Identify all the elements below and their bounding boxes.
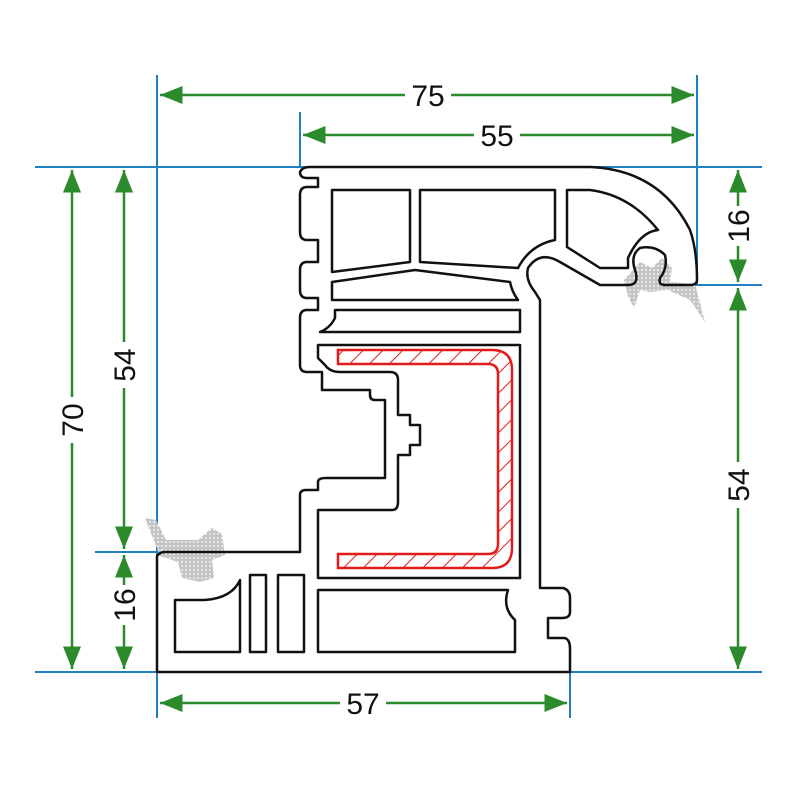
dim-label-left-bottom-height: 16 [109,588,142,621]
chamber [318,308,522,334]
chamber [330,188,412,274]
chamber [330,268,520,302]
dim-label-sash-width: 55 [480,120,513,153]
dim-label-left-height: 54 [109,348,142,381]
dim-label-right-top-height: 16 [723,209,756,242]
dim-label-overall-height: 70 [57,403,90,436]
chamber [565,188,660,270]
dim-label-overall-width: 75 [411,80,444,113]
frame-gasket [145,518,225,582]
chamber [418,188,557,270]
reinforcement-chamber [316,343,522,580]
chamber [248,573,268,654]
chamber [316,588,517,654]
steel-reinforcement [336,348,514,570]
chamber [173,578,242,654]
dim-label-frame-width: 57 [346,688,379,721]
profile-outline [155,165,699,674]
sash-gasket [624,258,705,322]
dim-label-right-height: 54 [723,468,756,501]
chamber [276,573,306,654]
